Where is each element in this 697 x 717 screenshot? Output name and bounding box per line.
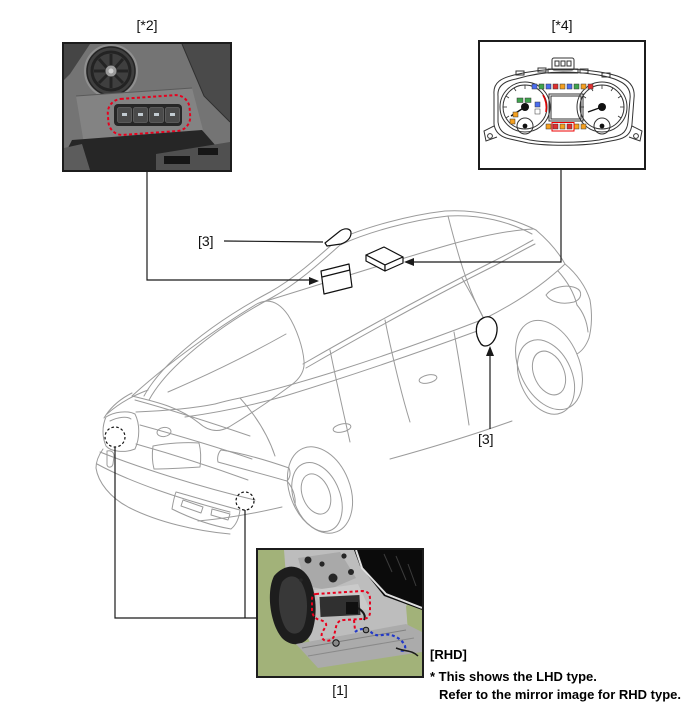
arrowhead-console [404, 258, 414, 266]
rear-quarter-photo [258, 550, 422, 676]
note-line2: Refer to the mirror image for RHD type. [439, 687, 681, 702]
callout-lines [114, 170, 562, 619]
shark-fin-antenna [324, 228, 352, 247]
box4-label: [*4] [551, 17, 573, 33]
door-mirror [475, 316, 498, 347]
switch-highlight-outline [106, 94, 192, 136]
highlighted-components [320, 228, 498, 347]
rhd-tag: [RHD] [430, 647, 467, 662]
box2-label: [*2] [136, 17, 158, 33]
arrowhead-roof-plate [309, 277, 319, 285]
component-highlight-red [311, 589, 371, 642]
car-body [95, 210, 592, 535]
box1-label: [1] [332, 682, 348, 698]
box4-photo [478, 40, 646, 170]
rear-bumper-marker-right [235, 491, 255, 511]
callout-line-box2 [146, 172, 310, 281]
note-line1: * This shows the LHD type. [430, 669, 597, 684]
crash-pad-switch-photo [64, 44, 230, 170]
switch-panel [114, 104, 182, 126]
callout-line-box4 [412, 170, 562, 263]
overhead-console-unit [365, 246, 404, 272]
instrument-cluster-drawing [480, 42, 644, 168]
roof-plate-unit [320, 263, 353, 295]
arrowhead-mirror [486, 346, 494, 356]
air-vent [84, 44, 138, 98]
callout-line-box1-left [114, 447, 256, 619]
rear-corner-marker-left [104, 426, 126, 448]
callout-line-antenna [223, 240, 324, 243]
arrowheads [309, 258, 494, 356]
box2-photo [62, 42, 232, 172]
mirror-callout-label: [3] [478, 431, 494, 447]
box1-photo [256, 548, 424, 678]
antenna-callout-label: [3] [198, 233, 214, 249]
